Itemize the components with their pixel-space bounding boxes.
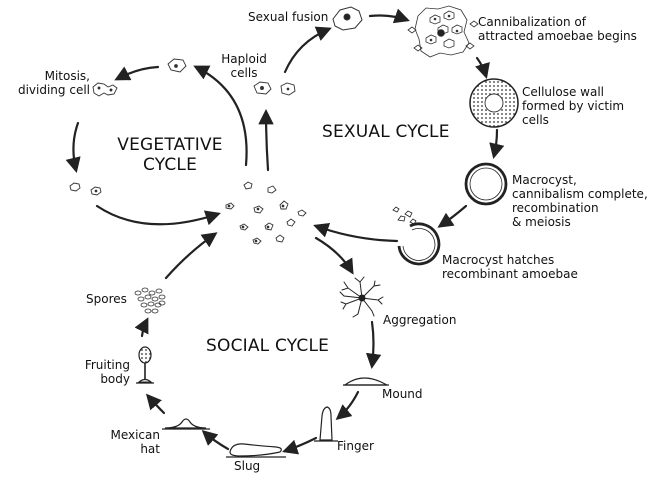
label-fruiting-body: Fruiting body (70, 358, 130, 386)
aggregation-icon (339, 276, 384, 318)
label-macrocyst-line-4: & meiosis (512, 215, 571, 229)
arrow-wall-to-macrocyst (489, 128, 505, 160)
label-mexican-hat-line-2: hat (140, 442, 160, 456)
label-cellulose-line-2: formed by victim (522, 99, 625, 113)
label-mitosis-line-1: Mitosis, (44, 69, 90, 83)
vegetative-title-line-1: VEGETATIVE (117, 135, 223, 155)
arrow-macrocyst-to-hatch (437, 204, 468, 228)
arrow-aggregation-to-mound (365, 320, 382, 370)
arrow-hat-to-fruiting (145, 393, 166, 415)
arrow-mound-to-finger (335, 390, 360, 420)
cellulose-wall-icon (469, 78, 519, 128)
label-finger: Finger (337, 439, 374, 453)
arrow-finger-to-slug (282, 436, 318, 455)
mound-icon (343, 377, 389, 386)
label-macrocyst-line-2: cannibalism complete, (512, 187, 647, 201)
finger-icon (314, 406, 338, 442)
social-cycle-title: SOCIAL CYCLE (206, 336, 330, 356)
label-cannibalization-line-1: Cannibalization of (478, 15, 586, 29)
cannibalization-cluster (407, 5, 479, 58)
label-sexual-fusion: Sexual fusion (248, 10, 329, 24)
sexual-cycle-arrows (258, 8, 505, 243)
arrow-to-mitosis (114, 65, 160, 81)
macrocyst-icon (464, 162, 508, 206)
haploid-cells-icon (253, 81, 296, 96)
label-fruiting-body-line-2: body (100, 372, 130, 386)
label-macrocyst-line-1: Macrocyst, (512, 173, 577, 187)
vegetative-cells-left (69, 182, 102, 196)
sexual-fusion-cell (332, 6, 363, 31)
label-mexican-hat: Mexican hat (100, 428, 160, 456)
label-cellulose-wall: Cellulose wall formed by victim cells (522, 85, 624, 127)
sexual-cycle-title: SEXUAL CYCLE (322, 122, 450, 142)
vegetative-cycle-arrows (65, 65, 248, 226)
arrow-hatch-to-center (313, 222, 399, 243)
spores-icon (134, 287, 166, 314)
arrow-cannibal-to-wall (475, 56, 490, 79)
arrow-center-to-haploid (258, 108, 274, 172)
label-macrocyst: Macrocyst, cannibalism complete, recombi… (512, 173, 647, 229)
label-fruiting-body-line-1: Fruiting (84, 358, 130, 372)
label-cellulose-line-1: Cellulose wall (522, 85, 604, 99)
arrow-haploid-to-fusion (283, 26, 332, 74)
social-cycle-arrows (134, 232, 382, 455)
label-mexican-hat-line-1: Mexican (110, 428, 160, 442)
label-aggregation: Aggregation (383, 313, 457, 327)
vegetative-cycle-title: VEGETATIVE CYCLE (100, 135, 240, 175)
arrow-mitosis-down (65, 121, 81, 173)
vegetative-cell-top (167, 58, 187, 73)
label-cannibalization: Cannibalization of attracted amoebae beg… (478, 15, 637, 43)
arrow-spores-to-center (164, 232, 218, 280)
label-slug: Slug (234, 459, 261, 473)
central-amoebae-cluster (225, 181, 307, 245)
label-cannibalization-line-2: attracted amoebae begins (478, 29, 637, 43)
label-mitosis: Mitosis, dividing cell (10, 69, 90, 97)
label-mound: Mound (382, 387, 423, 401)
label-spores: Spores (86, 292, 127, 306)
arrow-center-to-aggregation (314, 236, 354, 275)
hatching-macrocyst-icon (392, 206, 441, 266)
arrow-to-center-from-left (95, 204, 221, 226)
label-hatches-line-2: recombinant amoebae (442, 267, 578, 281)
arrow-fruiting-to-spores (134, 317, 149, 338)
vegetative-title-line-2: CYCLE (142, 155, 198, 175)
arrow-slug-to-hat (201, 429, 230, 451)
dividing-cell-icon (92, 82, 118, 97)
arrow-fusion-to-cannibal (368, 8, 410, 24)
label-macrocyst-hatches: Macrocyst hatches recombinant amoebae (442, 253, 578, 281)
label-cellulose-line-3: cells (522, 113, 549, 127)
label-haploid: Haploid cells (216, 52, 272, 80)
mexican-hat-icon (162, 418, 210, 430)
label-hatches-line-1: Macrocyst hatches (442, 253, 555, 267)
label-haploid-line-2: cells (230, 66, 258, 80)
fruiting-body-icon (136, 346, 154, 384)
label-macrocyst-line-3: recombination (512, 201, 599, 215)
label-haploid-line-1: Haploid (221, 52, 267, 66)
arrow-center-up-left (193, 65, 248, 167)
label-mitosis-line-2: dividing cell (17, 83, 90, 97)
slug-icon (226, 443, 286, 458)
